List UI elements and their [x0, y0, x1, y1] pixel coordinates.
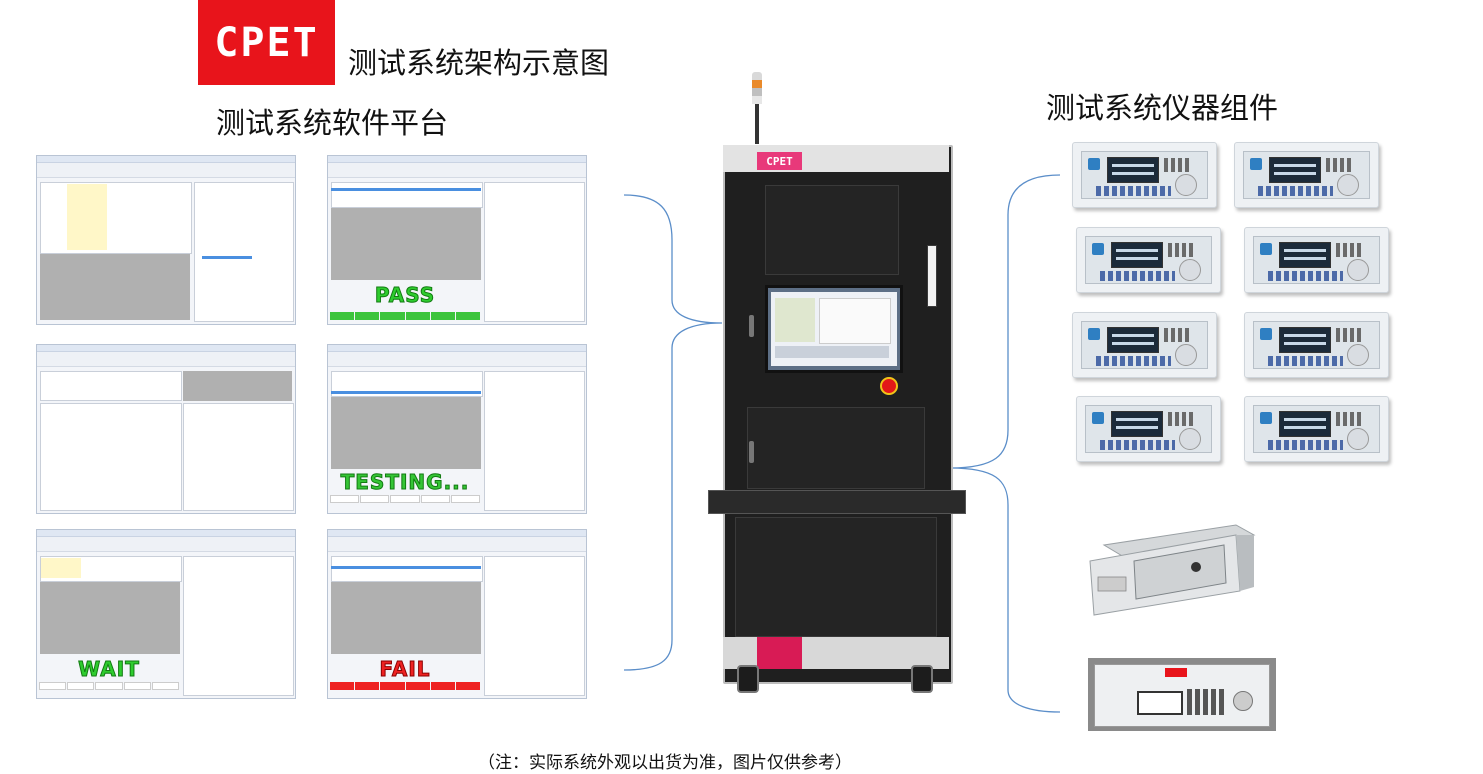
ac-power-source — [1088, 658, 1276, 731]
status-pass-label: PASS — [374, 283, 436, 308]
electronic-load-3 — [1076, 227, 1221, 293]
instrument-components-title: 测试系统仪器组件 — [1046, 91, 1279, 125]
electronic-load-8 — [1244, 396, 1389, 462]
electronic-load-7 — [1076, 396, 1221, 462]
electronic-load-1 — [1072, 142, 1217, 208]
software-screenshot-pass: PASS — [327, 155, 587, 325]
status-wait-label: WAIT — [78, 657, 140, 682]
emergency-stop-button — [880, 377, 898, 395]
electronic-load-5 — [1072, 312, 1217, 378]
test-cabinet: CPET — [708, 145, 966, 693]
diagram-title: 测试系统架构示意图 — [348, 46, 610, 80]
ipc-lock — [1191, 562, 1201, 572]
software-screenshot-fail: FAIL — [327, 529, 587, 699]
software-screenshot-wait: WAIT — [36, 529, 296, 699]
industrial-pc — [1089, 524, 1256, 616]
ac-source-logo — [1165, 668, 1187, 677]
cabinet-work-shelf — [708, 490, 966, 514]
electronic-load-6 — [1244, 312, 1389, 378]
footnote: （注：实际系统外观以出货为准，图片仅供参考） — [478, 753, 852, 773]
right-bracket — [949, 174, 1061, 713]
left-bracket — [623, 194, 723, 671]
ac-source-keypad — [1187, 689, 1225, 715]
ac-source-display — [1137, 691, 1183, 715]
software-screenshot-testing: TESTING... — [327, 344, 587, 514]
status-testing-label: TESTING... — [340, 470, 470, 495]
ipc-door — [1133, 544, 1227, 600]
cabinet-monitor — [765, 285, 903, 373]
ipc-side — [1236, 535, 1254, 591]
software-screenshot-config — [36, 155, 296, 325]
ipc-panel — [1097, 576, 1127, 592]
logo-text: CPET — [214, 19, 319, 66]
ac-source-knob — [1233, 691, 1253, 711]
status-fail-label: FAIL — [379, 657, 431, 682]
electronic-load-2 — [1234, 142, 1379, 208]
electronic-load-4 — [1244, 227, 1389, 293]
signal-tower-lamp — [752, 72, 762, 144]
cabinet-logo: CPET — [757, 152, 802, 170]
software-screenshot-settings — [36, 344, 296, 514]
cpet-logo: CPET — [198, 0, 335, 85]
software-platform-title: 测试系统软件平台 — [216, 106, 449, 140]
